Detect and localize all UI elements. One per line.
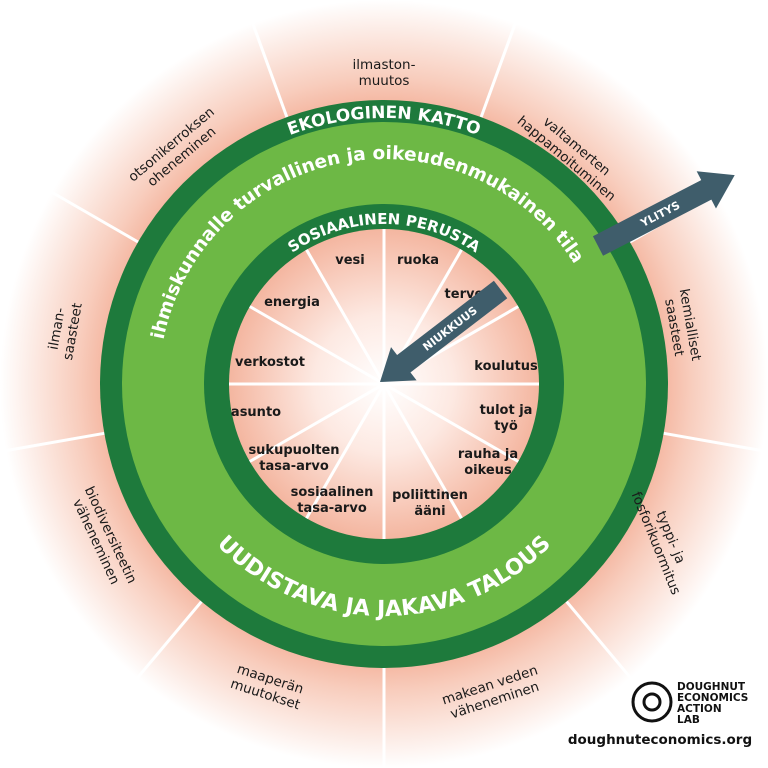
label-line: tasa-arvo	[297, 501, 367, 516]
logo-inner-circle-icon	[642, 692, 662, 712]
ecological-divider	[663, 431, 768, 454]
label-line: koulutus	[474, 359, 538, 374]
ecological-divider	[479, 7, 523, 118]
logo-line: ACTION	[677, 703, 722, 715]
social-foundation-label: koulutus	[474, 359, 538, 374]
label-line: ilmaston-	[353, 57, 416, 73]
website-link[interactable]: doughnuteconomics.org	[568, 732, 752, 748]
social-divider	[305, 383, 386, 519]
social-divider	[305, 249, 386, 385]
social-divider	[383, 382, 519, 463]
ecological-divider	[0, 431, 105, 454]
label-line: sukupuolten	[248, 443, 339, 458]
social-foundation-label: energia	[264, 295, 320, 310]
arrow-head-icon	[380, 347, 417, 382]
label-line: ääni	[414, 504, 445, 519]
label-line: työ	[494, 419, 518, 434]
label-line: sosiaalinen	[291, 485, 374, 500]
label-line: ruoka	[397, 253, 439, 268]
overshoot-arrow: YLITYS	[592, 171, 735, 256]
ecological-boundary-label: ilman-saasteet	[46, 302, 86, 362]
label-line: tasa-arvo	[259, 459, 329, 474]
ecological-divider	[36, 182, 139, 244]
social-divider	[249, 382, 385, 463]
ecological-divider	[125, 600, 203, 692]
label-line: asunto	[231, 405, 281, 420]
label-line: poliittinen	[392, 488, 468, 503]
logo-line: LAB	[677, 714, 700, 726]
label-line: tulot ja	[480, 403, 533, 418]
label-line: vesi	[335, 253, 365, 268]
label-line: energia	[264, 295, 320, 310]
ecological-divider	[245, 7, 289, 118]
social-foundation-label: vesi	[335, 253, 365, 268]
logo-outer-circle-icon	[631, 681, 673, 723]
social-foundation-label: ruoka	[397, 253, 439, 268]
social-dividers	[229, 229, 539, 539]
dael-logo: DOUGHNUT ECONOMICS ACTION LAB	[631, 681, 748, 726]
label-line: oikeus	[464, 463, 512, 478]
social-foundation-label: asunto	[231, 405, 281, 420]
logo-line: DOUGHNUT	[677, 681, 746, 693]
social-foundation-label: verkostot	[235, 355, 305, 370]
label-line: rauha ja	[458, 447, 518, 462]
ecological-boundary-label: ilmaston-muutos	[353, 57, 416, 89]
social-divider	[382, 383, 463, 519]
social-divider	[249, 305, 385, 386]
logo-line: ECONOMICS	[677, 692, 748, 704]
label-line: ilman-	[46, 306, 69, 351]
label-line: muutos	[359, 73, 410, 89]
ecological-divider	[565, 600, 643, 692]
label-line: verkostot	[235, 355, 305, 370]
arrow-head-icon	[696, 171, 735, 209]
